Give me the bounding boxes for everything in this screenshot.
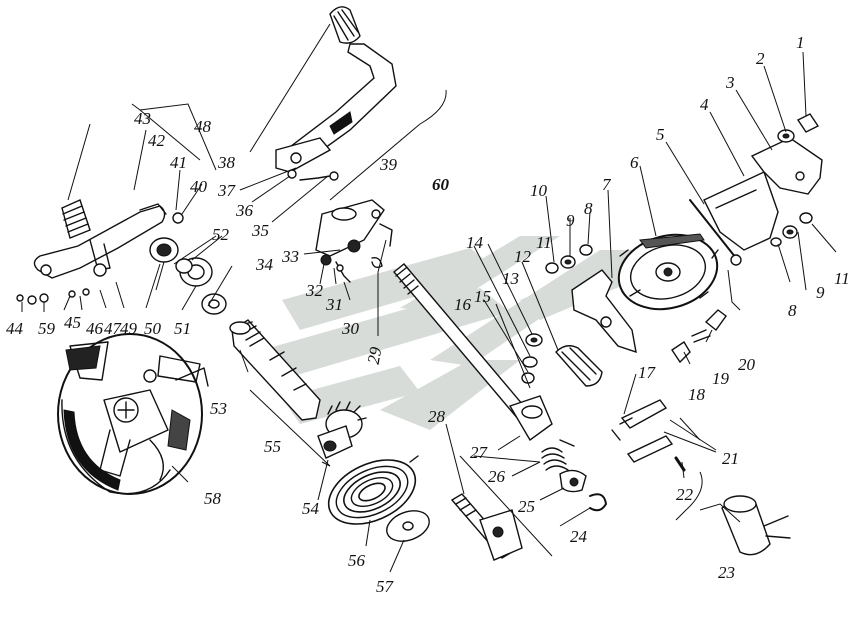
spring-part-25 [559,469,587,493]
callout-2: 2 [756,49,765,68]
callout-52: 52 [212,225,230,244]
pin-part-5 [689,199,742,266]
bearing-part-50 [149,237,179,263]
long-shaft-part-27 [393,263,553,442]
gear-part-54 [317,401,367,459]
callout-57: 57 [376,577,395,596]
crank-part-33 [315,199,393,257]
callout-15: 15 [474,287,491,306]
spring-clip-part-24 [589,493,607,512]
callout-56: 56 [348,551,366,570]
callout-55: 55 [264,437,281,456]
callout-58: 58 [204,489,222,508]
callout-43: 43 [134,109,151,128]
leader-lines [21,23,837,573]
callout-6: 6 [630,153,639,172]
callout-46: 46 [86,319,104,338]
bracket-part-7 [571,269,637,354]
washer-part-2 [777,129,795,143]
callout-26: 26 [488,467,506,486]
callout-labels: 1 2 3 4 5 6 7 8 8 9 9 10 11 11 12 13 14 … [6,33,850,596]
callout-31: 31 [325,295,343,314]
small-parts-29-32 [320,254,383,283]
bolt-part-1 [796,113,820,133]
callout-1: 1 [796,33,805,52]
washer-part-34 [201,293,227,315]
callout-4: 4 [700,95,709,114]
callout-29: 29 [364,345,386,366]
callout-21: 21 [722,449,739,468]
plate-part-3 [750,137,823,195]
spring-part-43 [61,199,91,239]
callout-48: 48 [194,117,212,136]
callout-25: 25 [518,497,535,516]
callout-24: 24 [570,527,588,546]
callout-32: 32 [305,281,324,300]
callout-23: 23 [718,563,735,582]
callout-34: 34 [255,255,274,274]
callout-9-left: 9 [566,211,575,230]
small-parts-17-21 [611,309,727,463]
kickstart-lever-part-38 [275,6,397,181]
component-part-23 [721,495,791,556]
plate-part-4 [703,171,779,251]
callout-28: 28 [428,407,446,426]
callout-22: 22 [676,485,694,504]
callout-33: 33 [281,247,299,266]
callout-17: 17 [638,363,657,382]
callout-51: 51 [174,319,191,338]
callout-13: 13 [502,269,519,288]
callout-36: 36 [235,201,254,220]
callout-9-right: 9 [816,283,825,302]
callout-47: 47 [104,319,123,338]
washers-parts-8-11-left [545,244,593,274]
callout-8-left: 8 [584,199,593,218]
washers-parts-8-11-right [770,212,813,247]
spiral-spring-part-56 [327,455,419,525]
callout-54: 54 [302,499,320,518]
callout-60: 60 [432,175,450,194]
washer-part-57 [386,510,430,542]
washer-part-52 [175,258,193,274]
toothed-disc-part-6 [617,233,719,311]
callout-50: 50 [144,319,162,338]
callout-8-right: 8 [788,301,797,320]
callout-7: 7 [602,175,612,194]
callout-49: 49 [120,319,138,338]
callout-18: 18 [688,385,706,404]
cam-part-12 [555,345,603,387]
callout-44: 44 [6,319,24,338]
callout-12: 12 [514,247,532,266]
callout-41: 41 [170,153,187,172]
bolt-part-28 [450,493,523,561]
callout-14: 14 [466,233,484,252]
callout-27: 27 [470,443,489,462]
callout-5: 5 [656,125,665,144]
callout-3: 3 [725,73,735,92]
spring-part-26 [541,439,575,471]
callout-59: 59 [38,319,56,338]
callout-35: 35 [251,221,269,240]
callout-45: 45 [64,313,81,332]
callout-11-right: 11 [834,269,850,288]
callout-30: 30 [341,319,360,338]
callout-37: 37 [217,181,237,200]
callout-38: 38 [217,153,236,172]
lever-assembly [16,199,184,305]
callout-10: 10 [530,181,548,200]
callout-16: 16 [454,295,472,314]
callout-42: 42 [148,131,166,150]
housing-disc-part-58 [57,333,209,495]
callout-20: 20 [738,355,756,374]
shaft-part-53 [229,319,321,421]
callout-19: 19 [712,369,730,388]
callout-11-left: 11 [536,233,552,252]
callout-40: 40 [190,177,208,196]
callout-53: 53 [210,399,227,418]
callout-39: 39 [379,155,398,174]
